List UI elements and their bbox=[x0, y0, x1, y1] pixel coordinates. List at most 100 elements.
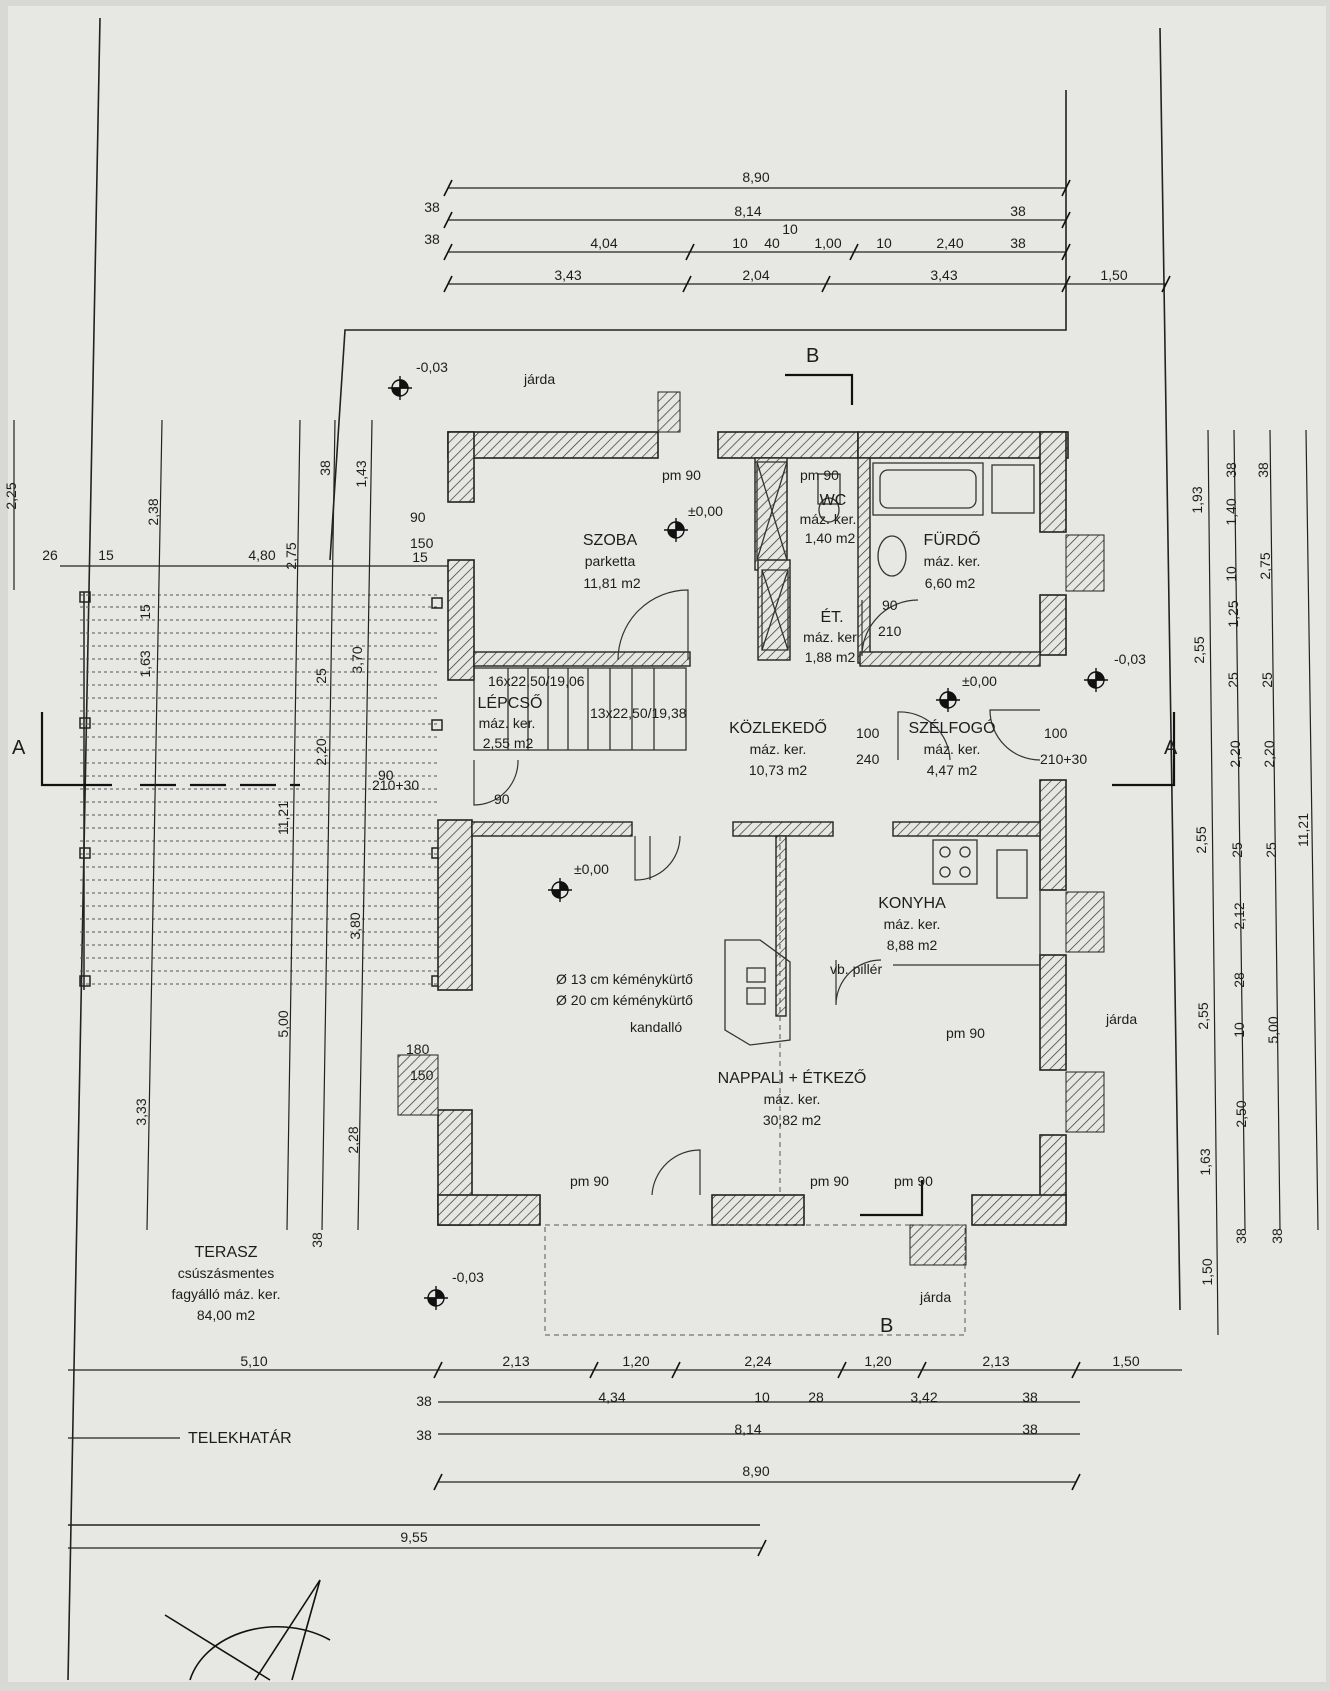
dim-right-a-5: 1,50 bbox=[1199, 1258, 1215, 1285]
dim-right-b-2: 10 bbox=[1223, 566, 1239, 582]
dim-left-e-1: 15 bbox=[98, 547, 114, 563]
stair-spec-2: 13x22,50/19,38 bbox=[590, 705, 687, 721]
dim-right-a-1: 2,55 bbox=[1191, 636, 1207, 663]
dim-bot-r1-4: 1,20 bbox=[864, 1353, 891, 1369]
north-arrow-icon bbox=[164, 1579, 331, 1681]
dim-right-b-1: 1,40 bbox=[1223, 498, 1239, 525]
room-lepcso-floor: máz. ker. bbox=[479, 715, 536, 731]
bathroom-fixtures bbox=[817, 462, 1035, 577]
room-szelfogo-name: SZÉLFOGÓ bbox=[908, 718, 995, 737]
opening-lepcso-w: 90 bbox=[378, 767, 394, 783]
dim-bot-r4-0: 8,90 bbox=[742, 1463, 769, 1479]
dim-left-a-3: 2,28 bbox=[345, 1126, 361, 1153]
room-nappali-name: NAPPALI + ÉTKEZŐ bbox=[718, 1068, 867, 1087]
dim-right-b-11: 38 bbox=[1233, 1228, 1249, 1244]
dim-bot-r3-1: 8,14 bbox=[734, 1421, 761, 1437]
dim-right-c-6: 38 bbox=[1269, 1228, 1285, 1244]
dim-right-c-3: 2,20 bbox=[1261, 740, 1277, 767]
dim-left-b-0: 3,70 bbox=[349, 646, 365, 673]
opening-szoba-h: 150 bbox=[410, 535, 434, 551]
opening-szoba-w: 90 bbox=[410, 509, 426, 525]
room-labels: SZOBA parketta 11,81 m2 WC máz. ker. 1,4… bbox=[172, 492, 996, 1323]
dim-bot-r1-0: 5,10 bbox=[240, 1353, 267, 1369]
room-et-floor: máz. ker bbox=[803, 629, 857, 645]
dim-bot-r3-0: 38 bbox=[416, 1427, 432, 1443]
dim-right-a-0: 1,93 bbox=[1189, 486, 1205, 513]
room-lepcso-name: LÉPCSŐ bbox=[478, 693, 543, 712]
storage-crosses bbox=[756, 461, 789, 651]
opening-entry-h: 210+30 bbox=[1040, 751, 1087, 767]
dim-left-e-3: 15 bbox=[412, 549, 428, 565]
jarda-right: járda bbox=[1105, 1011, 1137, 1027]
dim-right-a-4: 1,63 bbox=[1197, 1148, 1213, 1175]
dim-bot-r1-3: 2,24 bbox=[744, 1353, 771, 1369]
room-szoba-floor: parketta bbox=[585, 553, 636, 569]
dim-bot-r1-5: 2,13 bbox=[982, 1353, 1009, 1369]
opening-labels: pm 90 pm 90 pm 90 pm 90 pm 90 pm 90 90 1… bbox=[372, 467, 1087, 1189]
dim-right-b-3: 1,25 bbox=[1225, 600, 1241, 627]
dim-top-r4-2: 3,43 bbox=[930, 267, 957, 283]
jarda-bottom: járda bbox=[919, 1289, 951, 1305]
room-konyha-floor: máz. ker. bbox=[884, 916, 941, 932]
dim-bot-r3-2: 38 bbox=[1022, 1421, 1038, 1437]
dims-bottom: 5,10 2,13 1,20 2,24 1,20 2,13 1,50 38 4,… bbox=[240, 1353, 1139, 1545]
dim-right-c-2: 25 bbox=[1259, 672, 1275, 688]
room-terasz-floor2: fagyálló máz. ker. bbox=[172, 1286, 281, 1302]
dim-right-b-4: 25 bbox=[1225, 672, 1241, 688]
dim-right-a-2: 2,55 bbox=[1193, 826, 1209, 853]
room-furdo-area: 6,60 m2 bbox=[925, 575, 976, 591]
room-szoba-area: 11,81 m2 bbox=[583, 575, 641, 591]
opening-et-h: 210 bbox=[878, 623, 902, 639]
level-right: -0,03 bbox=[1114, 651, 1146, 667]
dim-top-r2-2: 38 bbox=[1010, 203, 1026, 219]
section-a-right: A bbox=[1164, 737, 1178, 759]
dim-right-b-7: 2,12 bbox=[1231, 902, 1247, 929]
level-szoba: ±0,00 bbox=[688, 503, 723, 519]
room-szelfogo-floor: máz. ker. bbox=[924, 741, 981, 757]
dim-top-r4-1: 2,04 bbox=[742, 267, 769, 283]
opening-nappali-pm-2: pm 90 bbox=[810, 1173, 849, 1189]
room-wc-floor: máz. ker. bbox=[800, 511, 857, 527]
dim-top-r3-4: 10 bbox=[782, 221, 798, 237]
dim-bot-r2-4: 3,42 bbox=[910, 1389, 937, 1405]
dim-top-r3-3: 40 bbox=[764, 235, 780, 251]
room-lepcso-area: 2,55 m2 bbox=[483, 735, 534, 751]
dim-top-r3-6: 10 bbox=[876, 235, 892, 251]
dim-top-r4-3: 1,50 bbox=[1100, 267, 1127, 283]
dim-left-b-2: 3,80 bbox=[347, 912, 363, 939]
room-kozlekedo-floor: máz. ker. bbox=[750, 741, 807, 757]
dim-bot-r1-1: 2,13 bbox=[502, 1353, 529, 1369]
terrace-deck bbox=[80, 594, 440, 985]
dim-top-r3-0: 38 bbox=[424, 231, 440, 247]
opening-et-w: 90 bbox=[882, 597, 898, 613]
opening-lepcso-h: 210+30 bbox=[372, 777, 419, 793]
room-nappali-area: 30,82 m2 bbox=[763, 1112, 822, 1128]
opening-nappali-h: 150 bbox=[410, 1067, 434, 1083]
walkway-outline bbox=[544, 836, 966, 1336]
dim-bot-r5-0: 9,55 bbox=[400, 1529, 427, 1545]
level-bottom-left: -0,03 bbox=[452, 1269, 484, 1285]
dim-top-r3-1: 4,04 bbox=[590, 235, 617, 251]
telekhatar-label: TELEKHATÁR bbox=[188, 1428, 292, 1447]
dimension-lines bbox=[13, 187, 1319, 1549]
pillar-label: vb. pillér bbox=[830, 961, 882, 977]
dim-left-a-1: 2,75 bbox=[283, 542, 299, 569]
dim-left-a-4: 38 bbox=[309, 1232, 325, 1248]
fireplace-label: kandalló bbox=[630, 1019, 682, 1035]
chimney-20-label: Ø 20 cm kéménykürtő bbox=[556, 992, 693, 1008]
dim-left-e-0: 26 bbox=[42, 547, 58, 563]
dim-left-d-2: 25 bbox=[313, 668, 329, 684]
dim-right-c-5: 5,00 bbox=[1265, 1016, 1281, 1043]
opening-nappali-pm-1: pm 90 bbox=[570, 1173, 609, 1189]
paper bbox=[8, 6, 1326, 1682]
dim-top-total: 8,90 bbox=[742, 169, 769, 185]
opening-nappali-w: 180 bbox=[406, 1041, 430, 1057]
dim-right-b-0: 38 bbox=[1223, 462, 1239, 478]
chimney-13-label: Ø 13 cm kéménykürtő bbox=[556, 971, 693, 987]
opening-konyha-pm: pm 90 bbox=[946, 1025, 985, 1041]
dim-right-b-10: 2,50 bbox=[1233, 1100, 1249, 1127]
fireplace bbox=[724, 939, 791, 1046]
dim-left-a-0: 2,38 bbox=[145, 498, 161, 525]
